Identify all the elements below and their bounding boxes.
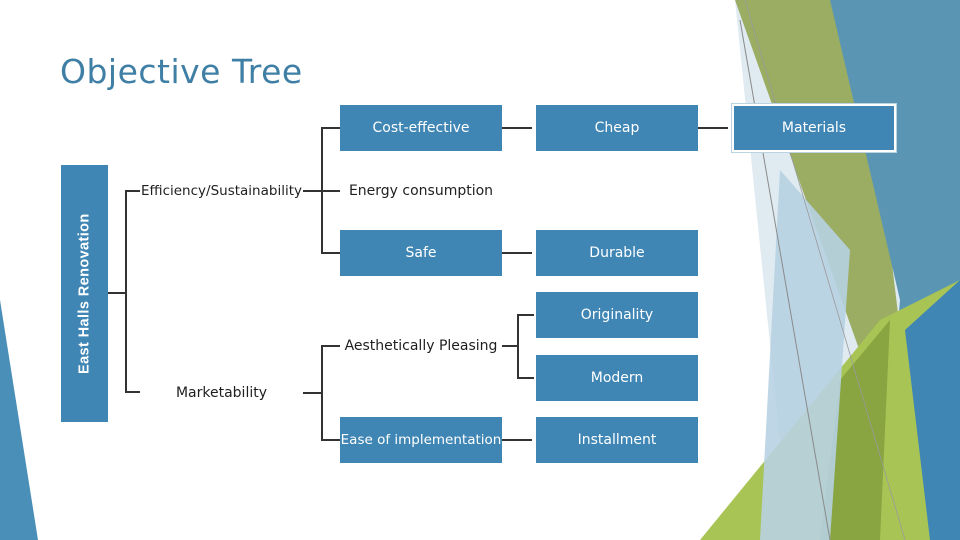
node-efficiency-sustainability: Efficiency/Sustainability — [140, 168, 303, 213]
node-originality: Originality — [536, 292, 698, 338]
connector-root-level1 — [108, 190, 140, 393]
connector-marketability-level2 — [303, 345, 340, 441]
right-facet-blue — [905, 280, 960, 540]
node-root: East Halls Renovation — [61, 165, 108, 422]
facet-line — [744, 0, 906, 540]
node-safe: Safe — [340, 230, 502, 276]
connector-aesthetic-level3 — [502, 314, 534, 379]
node-ease-of-implementation: Ease of implementation — [340, 417, 502, 463]
node-marketability: Marketability — [140, 370, 303, 416]
node-materials: Materials — [731, 103, 897, 153]
slide-title: Objective Tree — [60, 52, 303, 91]
node-modern: Modern — [536, 355, 698, 401]
connector-efficiency-level2 — [303, 127, 340, 254]
node-energy-consumption: Energy consumption — [340, 168, 502, 214]
node-installment: Installment — [536, 417, 698, 463]
right-facet-green-dark — [820, 320, 890, 540]
node-cheap: Cheap — [536, 105, 698, 151]
node-durable: Durable — [536, 230, 698, 276]
left-edge-facet — [0, 300, 38, 540]
node-cost-effective: Cost-effective — [340, 105, 502, 151]
node-aesthetically-pleasing: Aesthetically Pleasing — [340, 323, 502, 369]
right-facet-paleblue — [760, 170, 850, 540]
